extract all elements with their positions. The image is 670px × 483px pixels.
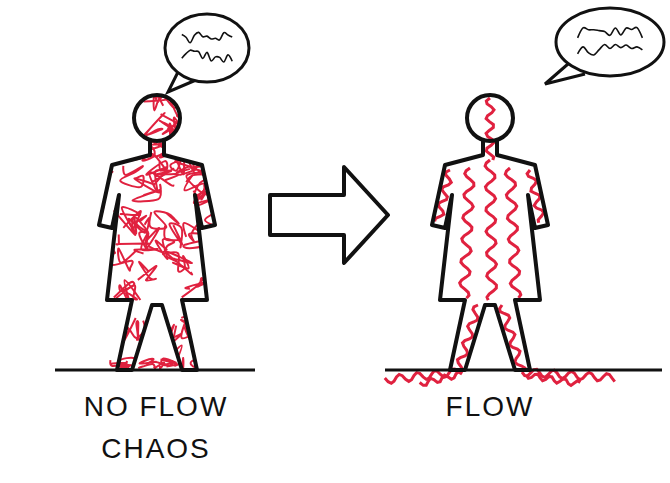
flow-wave	[486, 98, 494, 160]
scribble-stroke	[149, 239, 174, 259]
figure-node: NO FLOW CHAOS	[46, 20, 266, 480]
flow-wave	[420, 372, 462, 385]
scribble-stroke	[138, 364, 155, 369]
scribble-stroke	[138, 262, 157, 281]
flow-wave	[526, 374, 580, 385]
figure-caption-line: NO FLOW CHAOS	[71, 386, 241, 470]
figure-caption-holder: FLOW	[392, 386, 588, 428]
bubble-scribble	[182, 32, 232, 42]
bubble-scribble	[578, 27, 643, 38]
scribble-stroke	[140, 359, 157, 365]
scribble-stroke	[82, 102, 102, 123]
scribble-stroke	[84, 143, 112, 168]
scribble-stroke	[112, 285, 137, 307]
figure-body	[99, 141, 215, 370]
chaos-scribble	[81, 83, 232, 385]
flow-wave	[460, 168, 474, 298]
stick-figures	[55, 8, 664, 370]
figure-caption-holder: NO FLOW CHAOS	[46, 386, 266, 470]
scribble-stroke	[164, 223, 182, 247]
bubble-scribble	[578, 45, 643, 56]
speech-bubble	[165, 14, 249, 82]
scribble-stroke	[162, 362, 175, 367]
scribble-stroke	[153, 170, 178, 185]
speech-bubble	[556, 8, 664, 76]
figure-caption-line: FLOW	[405, 386, 575, 428]
scribble-stroke	[106, 318, 135, 341]
flow-wave	[505, 168, 520, 298]
flow-waves	[385, 98, 615, 385]
scribble-stroke	[91, 348, 111, 371]
scribble-stroke	[88, 85, 112, 107]
block-arrow	[270, 167, 388, 263]
scribble-stroke	[83, 110, 109, 130]
ground-line	[55, 369, 255, 372]
figure-caption: FLOW	[442, 386, 539, 428]
scribble-stroke	[145, 113, 165, 135]
scribble-stroke	[88, 274, 108, 298]
figure-head	[134, 95, 180, 141]
flow-wave	[485, 160, 496, 300]
figure-head	[467, 95, 513, 141]
scribble-stroke	[120, 166, 143, 187]
ground-line	[385, 369, 662, 372]
scribble-stroke	[95, 340, 121, 358]
figure-body	[432, 141, 548, 370]
scribble-stroke	[183, 133, 204, 152]
figure-node: FLOW	[392, 20, 588, 480]
scribble-stroke	[96, 323, 121, 349]
figure-caption: NO FLOW CHAOS	[71, 386, 241, 470]
bubble-scribble	[182, 50, 232, 62]
scribble-stroke	[82, 269, 105, 294]
